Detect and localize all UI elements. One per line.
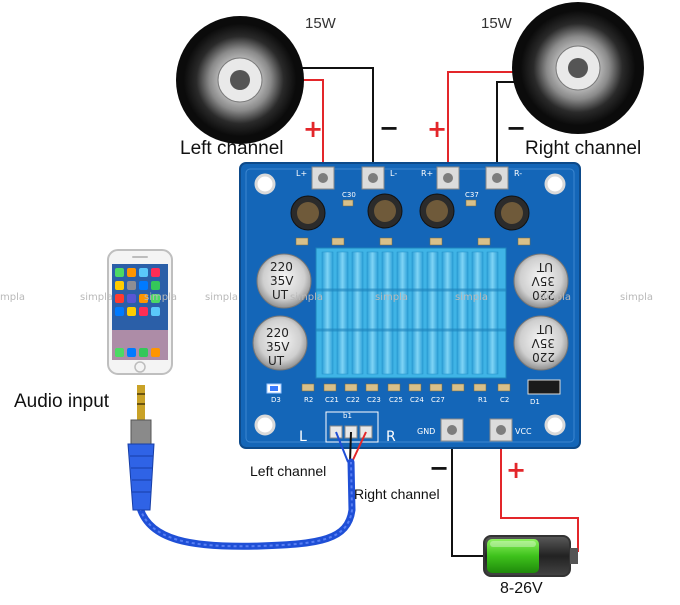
silk-l-minus: L- [390,169,397,178]
diode-d1 [527,379,561,395]
svg-text:UT: UT [536,322,553,336]
svg-text:C21: C21 [325,396,339,404]
terminal-silkscreen: L+ L- R+ R- [296,169,522,178]
right-channel-label: Right channel [525,138,642,159]
audio-input-header [325,411,379,443]
smd-components-bottom [301,383,511,392]
watermark: simpla [80,292,113,303]
audio-jack-plug [127,385,155,511]
svg-text:UT: UT [272,288,289,302]
power-wires [451,432,579,557]
svg-text:R1: R1 [478,396,487,404]
left-speaker [176,16,304,144]
vcc-wire [500,432,579,552]
silk-l-plus: L+ [296,169,307,178]
svg-text:35V: 35V [531,274,555,288]
svg-text:b1: b1 [343,412,352,420]
home-button [134,361,146,373]
smartphone [107,249,173,375]
board-r-label: R [386,429,396,445]
watermark: simpla [290,292,323,303]
left-minus-sign: − [379,114,400,142]
svg-text:35V: 35V [531,336,555,350]
watermark: simpla [538,292,571,303]
svg-text:C37: C37 [465,191,479,199]
power-minus-sign: − [429,454,450,482]
svg-text:220: 220 [266,326,289,340]
watermark: simpla [620,292,653,303]
silk-r-plus: R+ [421,169,433,178]
left-speaker-power: 15W [305,15,336,32]
jack-left-channel-label: Left channel [250,463,327,479]
svg-text:C23: C23 [367,396,381,404]
capacitor-top-left: 220 35V UT [256,253,312,309]
svg-text:35V: 35V [266,340,290,354]
silkscreen-labels: R2 C21 C22 C23 C25 C24 C27 R1 C2 D3 D1 C… [271,191,540,406]
capacitor-top-right: 220 35V UT [513,253,569,309]
svg-text:D3: D3 [271,396,281,404]
audio-input-label: Audio input [14,391,110,412]
capacitor-bottom-right: 220 35V UT [513,315,569,371]
watermark: simpla [205,292,238,303]
left-minus-wire [300,67,374,175]
amplifier-board: L+ L- R+ R- [239,162,581,449]
power-plus-sign: + [506,456,527,484]
svg-text:C25: C25 [389,396,403,404]
svg-text:220: 220 [532,288,555,302]
svg-text:220: 220 [532,350,555,364]
speaker-terminals [311,166,509,190]
voltage-label: 8-26V [500,580,543,597]
gnd-label: GND [417,427,435,436]
watermark: simpla [455,292,488,303]
silk-r-minus: R- [514,169,522,178]
speaker-wires [300,67,522,175]
svg-text:220: 220 [270,260,293,274]
capacitor-bottom-left: 220 35V UT [252,315,308,371]
svg-text:D1: D1 [530,398,540,406]
svg-text:C24: C24 [410,396,424,404]
inductors [290,193,530,231]
board-l-label: L [299,429,307,445]
jack-right-channel-label: Right channel [354,486,440,502]
watermark: simpla [0,292,25,303]
svg-text:35V: 35V [270,274,294,288]
watermark: simpla [375,292,408,303]
vcc-label: VCC [515,427,532,436]
right-plus-wire [447,71,522,175]
svg-text:C22: C22 [346,396,360,404]
mounting-holes [254,173,566,436]
svg-text:UT: UT [536,260,553,274]
smd-components-top [295,199,531,246]
right-plus-sign: + [427,115,448,143]
right-speaker [512,2,644,134]
app-icons [115,268,160,357]
watermark: simpla [144,292,177,303]
svg-text:C27: C27 [431,396,445,404]
jack-wire-bundle [335,431,367,463]
left-plus-wire [300,79,324,175]
heatsink [315,247,507,379]
svg-text:C2: C2 [500,396,509,404]
svg-text:UT: UT [268,354,285,368]
left-channel-label: Left channel [180,138,284,159]
right-minus-sign: − [506,114,527,142]
right-speaker-power: 15W [481,15,512,32]
gnd-wire [451,432,484,557]
audio-cable [136,458,356,550]
left-plus-sign: + [303,115,324,143]
svg-text:R2: R2 [304,396,313,404]
svg-text:C30: C30 [342,191,356,199]
battery [483,535,578,577]
